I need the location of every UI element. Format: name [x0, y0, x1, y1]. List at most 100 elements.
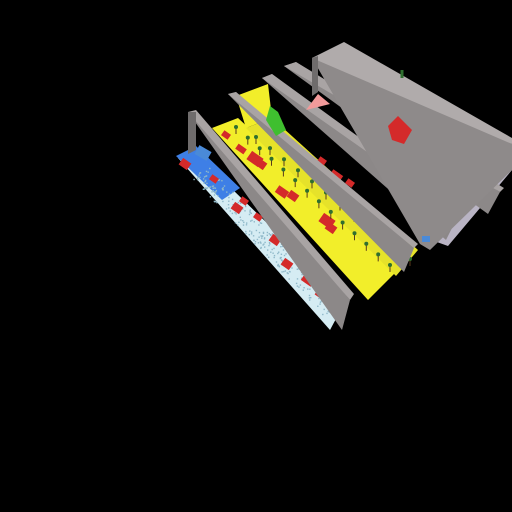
ice-speckle	[323, 308, 325, 311]
ice-speckle	[244, 210, 246, 212]
ice-speckle	[199, 176, 201, 179]
ice-speckle	[204, 180, 206, 183]
ice-speckle	[225, 208, 228, 210]
ice-speckle	[263, 243, 265, 245]
ice-speckle	[202, 188, 205, 190]
tree-icon	[340, 220, 345, 225]
ice-speckle	[282, 249, 285, 251]
ice-speckle	[211, 185, 214, 188]
ice-speckle	[259, 222, 262, 224]
ice-speckle	[250, 220, 252, 222]
red-block	[345, 178, 355, 188]
ice-speckle	[246, 222, 248, 224]
tree-icon	[257, 146, 262, 151]
pink-cone-icon	[306, 94, 330, 110]
ice-speckle	[263, 237, 266, 239]
ice-speckle	[260, 246, 262, 249]
ice-speckle	[215, 189, 218, 192]
ice-speckle	[310, 297, 312, 299]
ice-speckle	[267, 249, 269, 251]
tree-icon	[254, 135, 258, 139]
tree-icon	[310, 179, 314, 184]
ice-speckle	[249, 230, 251, 232]
ice-speckle	[228, 196, 230, 199]
ice-speckle	[308, 294, 311, 297]
tree-icon	[364, 241, 369, 246]
ice-speckle	[245, 224, 248, 226]
tree-icon	[352, 231, 357, 236]
ice-speckle	[271, 233, 274, 235]
ice-speckle	[193, 178, 195, 181]
red-block	[280, 257, 294, 271]
ice-speckle	[250, 212, 252, 214]
ice-speckle	[239, 202, 242, 204]
ice-speckle	[204, 187, 207, 189]
objects	[194, 70, 430, 242]
ice-speckle	[209, 186, 212, 188]
ice-speckle	[271, 248, 273, 251]
ice-speckle	[248, 234, 250, 236]
ice-speckle	[263, 238, 266, 240]
red-block	[268, 233, 282, 247]
ice-speckle	[239, 216, 241, 218]
ice-speckle	[295, 282, 298, 285]
ice-speckle	[196, 177, 199, 180]
ice-speckle	[307, 288, 309, 290]
ice-speckle	[296, 278, 299, 280]
ice-speckle	[222, 188, 224, 191]
tree-icon	[281, 167, 286, 172]
ice-speckle	[253, 239, 255, 242]
ice-speckle	[309, 299, 311, 301]
ice-speckle	[234, 222, 237, 224]
tree-icon	[316, 199, 321, 204]
tree-icon	[376, 252, 381, 257]
ice-speckle	[255, 229, 258, 232]
ice-speckle	[260, 222, 263, 224]
ice-speckle	[197, 179, 199, 181]
tree-icon	[293, 178, 298, 183]
ice-speckle	[319, 303, 321, 305]
ice-speckle	[286, 272, 288, 274]
ice-speckle	[211, 191, 213, 193]
ice-speckle	[278, 251, 280, 253]
ice-speckle	[228, 207, 230, 209]
ice-speckle	[269, 243, 271, 245]
ice-speckle	[203, 188, 206, 190]
ice-speckle	[319, 301, 322, 303]
ice-speckle	[318, 297, 320, 300]
red-block	[253, 212, 263, 222]
ice-speckle	[309, 288, 311, 290]
ice-speckle	[250, 233, 253, 235]
water-icon	[422, 236, 430, 242]
ice-speckle	[277, 265, 279, 267]
wall-2-face	[228, 92, 414, 272]
tree-icon	[234, 125, 238, 129]
ice-speckle	[235, 213, 237, 215]
ice-speckle	[264, 241, 266, 244]
ice-speckle	[297, 268, 300, 270]
ice-speckle	[273, 247, 275, 250]
ice-speckle	[268, 242, 271, 244]
ice-speckle	[254, 243, 256, 245]
ice-speckle	[268, 244, 270, 247]
ice-speckle	[299, 284, 302, 286]
ice-speckle	[266, 254, 268, 256]
tree-icon	[245, 135, 250, 140]
ice-speckle	[280, 256, 282, 259]
ice-speckle	[278, 266, 281, 268]
ice-speckle	[212, 189, 214, 192]
ice-speckle	[298, 286, 300, 288]
ice-speckle	[277, 263, 279, 266]
ice-speckle	[222, 187, 224, 189]
tree-icon	[269, 156, 274, 161]
ice-speckle	[308, 297, 311, 299]
ice-speckle	[278, 265, 280, 267]
ice-speckle	[228, 200, 230, 202]
ice-speckle	[260, 235, 262, 237]
ice-speckle	[245, 232, 247, 235]
red-block	[254, 157, 268, 171]
ice-speckle	[207, 171, 209, 173]
ice-speckle	[229, 210, 231, 212]
ice-speckle	[212, 187, 214, 189]
